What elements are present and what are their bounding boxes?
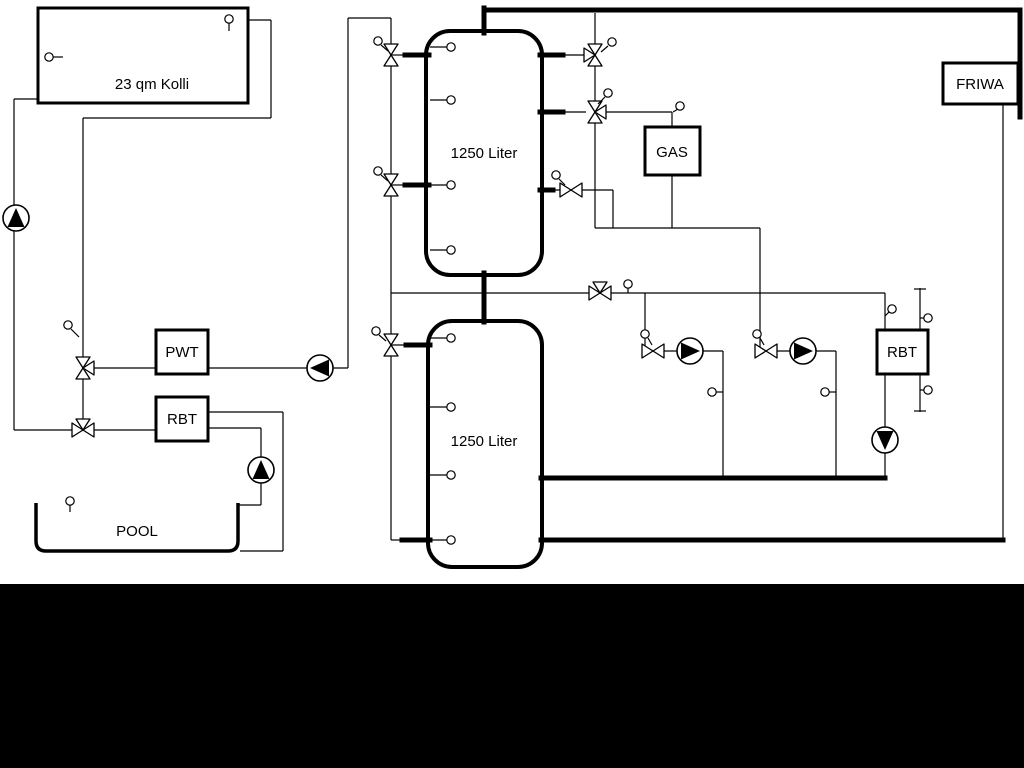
pump-right-icon — [676, 337, 704, 365]
valve-icon — [559, 182, 583, 198]
temperature-sensor-icon — [63, 320, 73, 330]
temperature-sensor-icon — [551, 170, 561, 180]
friwa-label: FRIWA — [956, 76, 1004, 93]
pump-left-icon — [306, 354, 334, 382]
temperature-sensor-icon — [65, 496, 75, 506]
three-way-valve-icon — [588, 281, 612, 301]
temperature-sensor-icon — [373, 166, 383, 176]
temperature-sensor-icon — [446, 470, 456, 480]
pwt-heat-exchanger-box — [154, 328, 210, 376]
friwa-station-box — [941, 61, 1020, 106]
gas-boiler-box — [643, 125, 702, 177]
three-way-valve-icon — [75, 356, 95, 380]
rbt-left-label: RBT — [167, 411, 197, 428]
temperature-sensor-icon — [707, 387, 717, 397]
temperature-sensor-icon — [373, 36, 383, 46]
pool-basin — [34, 503, 240, 553]
temperature-sensor-icon — [371, 326, 381, 336]
pipe-network — [13, 13, 1004, 552]
pump-up-icon — [247, 456, 275, 484]
temperature-sensor-icon — [923, 313, 933, 323]
three-way-valve-icon — [587, 100, 607, 124]
rbt-right-heat-exchanger-box — [875, 328, 930, 376]
tank-upper-label: 1250 Liter — [451, 145, 518, 162]
collector-label: 23 qm Kolli — [115, 76, 189, 93]
temperature-sensor-icon — [224, 14, 234, 24]
temperature-sensor-icon — [640, 329, 650, 339]
temperature-sensor-icon — [446, 95, 456, 105]
temperature-sensor-icon — [446, 180, 456, 190]
temperature-sensor-icon — [44, 52, 54, 62]
temperature-sensor-icon — [607, 37, 617, 47]
temperature-sensors — [44, 14, 933, 545]
pwt-label: PWT — [165, 344, 198, 361]
main-pipes-thick — [399, 5, 1023, 543]
temperature-sensor-icon — [675, 101, 685, 111]
temperature-sensor-icon — [446, 333, 456, 343]
temperature-sensor-icon — [446, 535, 456, 545]
bottom-black-band — [0, 584, 1024, 768]
three-way-valve-icon — [71, 418, 95, 438]
temperature-sensor-icon — [820, 387, 830, 397]
tank-lower-label: 1250 Liter — [451, 433, 518, 450]
temperature-sensor-icon — [752, 329, 762, 339]
temperature-sensor-icon — [446, 402, 456, 412]
temperature-sensor-icon — [923, 385, 933, 395]
rbt-right-label: RBT — [887, 344, 917, 361]
solar-collector-box — [36, 6, 250, 105]
temperature-sensor-icon — [446, 245, 456, 255]
pool-label: POOL — [116, 523, 158, 540]
temperature-sensor-icon — [603, 88, 613, 98]
gas-label: GAS — [656, 144, 688, 161]
valve-icon — [754, 343, 778, 359]
pump-up-icon — [2, 204, 30, 232]
temperature-sensor-icon — [887, 304, 897, 314]
temperature-sensor-icon — [623, 279, 633, 289]
pump-right-icon — [789, 337, 817, 365]
pump-down-icon — [871, 426, 899, 454]
temperature-sensor-icon — [446, 42, 456, 52]
rbt-left-heat-exchanger-box — [154, 395, 210, 443]
three-way-valve-icon — [583, 43, 603, 67]
valve-icon — [641, 343, 665, 359]
